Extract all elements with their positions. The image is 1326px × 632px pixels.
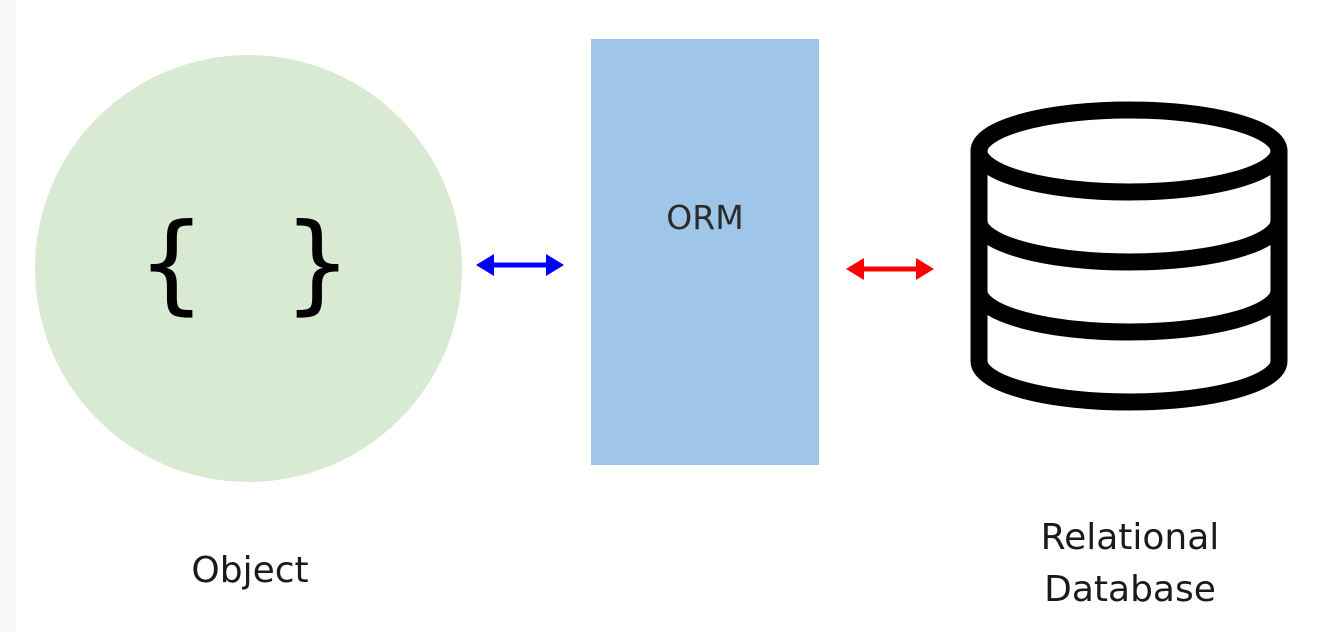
database-caption: Relational Database xyxy=(1000,512,1260,616)
orm-box: ORM xyxy=(591,39,819,465)
orm-label: ORM xyxy=(666,197,744,237)
object-orm-arrow xyxy=(476,254,564,276)
database-caption-line1: Relational xyxy=(1040,517,1220,558)
object-circle: { } xyxy=(35,55,462,482)
database-caption-line2: Database xyxy=(1044,569,1216,610)
left-margin-strip xyxy=(0,0,16,632)
object-caption: Object xyxy=(191,550,309,591)
orm-database-arrow xyxy=(846,258,934,280)
database-icon xyxy=(970,101,1288,411)
curly-braces-symbol: { } xyxy=(138,200,359,326)
